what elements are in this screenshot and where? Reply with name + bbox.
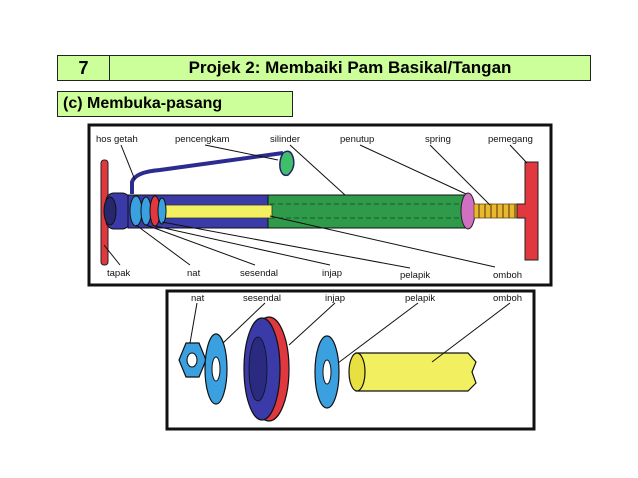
label-pelapik-top: pelapik — [400, 270, 430, 281]
bottom-leader-lines — [189, 302, 511, 364]
exploded-parts-figure: nat sesendal injap pelapik omboh — [165, 289, 536, 431]
rubber-hose — [130, 151, 284, 194]
piston-rod-inner — [159, 204, 273, 219]
inner-nut — [129, 195, 143, 227]
section-label: (c) Membuka-pasang — [57, 91, 293, 117]
label-pelapik-bottom: pelapik — [405, 293, 435, 304]
washer-hole — [211, 356, 221, 382]
seal-hole — [322, 359, 332, 385]
piston-end — [348, 352, 366, 392]
valve-inner — [248, 336, 268, 402]
spring-coil — [473, 203, 519, 219]
base-cap-end — [103, 196, 117, 226]
nut-hole — [186, 352, 198, 368]
label-silinder: silinder — [270, 134, 300, 145]
pump-handle — [516, 161, 539, 261]
top-leader-lines — [103, 144, 528, 269]
label-injap-bottom: injap — [325, 293, 345, 304]
label-tapak: tapak — [107, 268, 130, 279]
label-nat-bottom: nat — [191, 293, 205, 304]
hose-clamp — [279, 150, 295, 177]
cylinder-cap — [460, 192, 476, 230]
label-pencengkam: pencengkam — [175, 134, 229, 145]
project-title: Projek 2: Membaiki Pam Basikal/Tangan — [110, 55, 591, 81]
label-omboh-top: omboh — [493, 270, 522, 281]
label-sesendal-bottom: sesendal — [243, 293, 281, 304]
label-spring: spring — [425, 134, 451, 145]
label-sesendal-top: sesendal — [240, 268, 278, 279]
inner-seal — [157, 197, 167, 225]
assembled-pump-figure: hos getah pencengkam silinder penutup sp… — [87, 123, 553, 287]
label-injap-top: injap — [322, 268, 342, 279]
label-omboh-bottom: omboh — [493, 293, 522, 304]
label-hos-getah: hos getah — [96, 134, 138, 145]
label-pemegang: pemegang — [488, 134, 533, 145]
label-nat-top: nat — [187, 268, 201, 279]
project-number: 7 — [57, 55, 110, 81]
piston-part — [355, 352, 477, 392]
label-penutup: penutup — [340, 134, 374, 145]
